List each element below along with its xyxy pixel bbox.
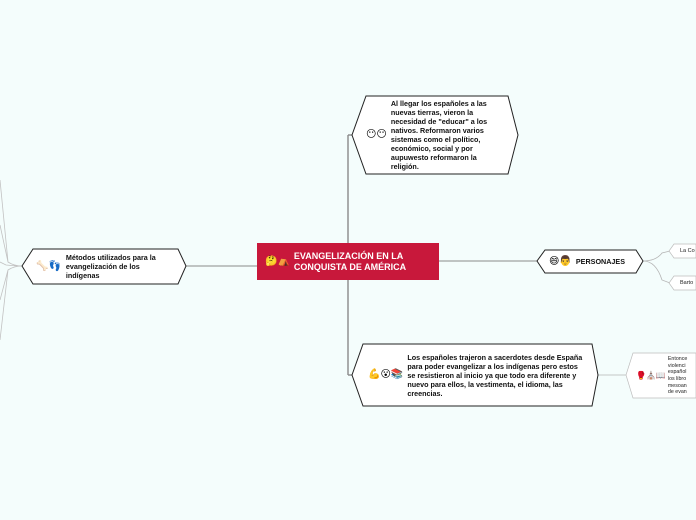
bottom-child-line: los libro (667, 376, 687, 382)
bottom-child-line: mesoan (667, 382, 687, 389)
bottom-child-node[interactable]: 🥊⛪📖 Entonce violenci español los libro m… (636, 355, 696, 397)
left-node[interactable]: 🦴👣 Métodos utilizados para la evangeliza… (36, 251, 180, 282)
personajes-node-text: PERSONAJES (575, 257, 626, 266)
bottom-child-line: de evan (667, 389, 687, 396)
left-node-outline (21, 248, 187, 285)
bottom-node-outline (351, 343, 599, 407)
bottom-child-line: español (667, 369, 687, 376)
bottom-child-text: Entonce violenci español los libro mesoa… (668, 356, 692, 396)
personajes-node-icons: 😄👨 (549, 255, 572, 267)
left-node-icons: 🦴👣 (36, 260, 61, 272)
bottom-node-text: Los españoles trajeron a sacerdotes desd… (407, 352, 583, 398)
connector-left-fan (0, 179, 23, 341)
bottom-child-line: violenci (667, 362, 686, 369)
bottom-child-line: Entonce (667, 356, 688, 363)
bottom-child-icons: 🥊⛪📖 (636, 371, 666, 380)
connector-personajes-children (642, 250, 671, 284)
top-node-icons: 😶😶 (366, 129, 387, 140)
personajes-node[interactable]: 😄👨 PERSONAJES (549, 252, 639, 271)
personajes-child-2[interactable]: Barto (680, 280, 694, 286)
top-node-outline (351, 95, 519, 175)
top-node[interactable]: 😶😶 Al llegar los españoles a las nuevas … (366, 99, 510, 171)
bottom-node-icons: 💪😮📚 (368, 369, 404, 380)
personajes-child-1-outline (668, 243, 696, 259)
central-topic[interactable]: 🤔⛺ EVANGELIZACIÓN EN LA CONQUISTA DE AMÉ… (257, 243, 439, 280)
bottom-node[interactable]: 💪😮📚 Los españoles trajeron a sacerdotes … (368, 346, 594, 404)
personajes-node-outline (536, 249, 644, 274)
left-node-text: Métodos utilizados para la evangelizació… (65, 253, 156, 280)
personajes-child-1[interactable]: La Co (680, 248, 695, 254)
bottom-child-outline (625, 352, 696, 399)
central-topic-title: EVANGELIZACIÓN EN LA CONQUISTA DE AMÉRIC… (293, 250, 407, 272)
personajes-child-2-outline (668, 275, 696, 291)
top-node-text: Al llegar los españoles a las nuevas tie… (390, 99, 488, 171)
central-topic-icons: 🤔⛺ (265, 255, 290, 267)
